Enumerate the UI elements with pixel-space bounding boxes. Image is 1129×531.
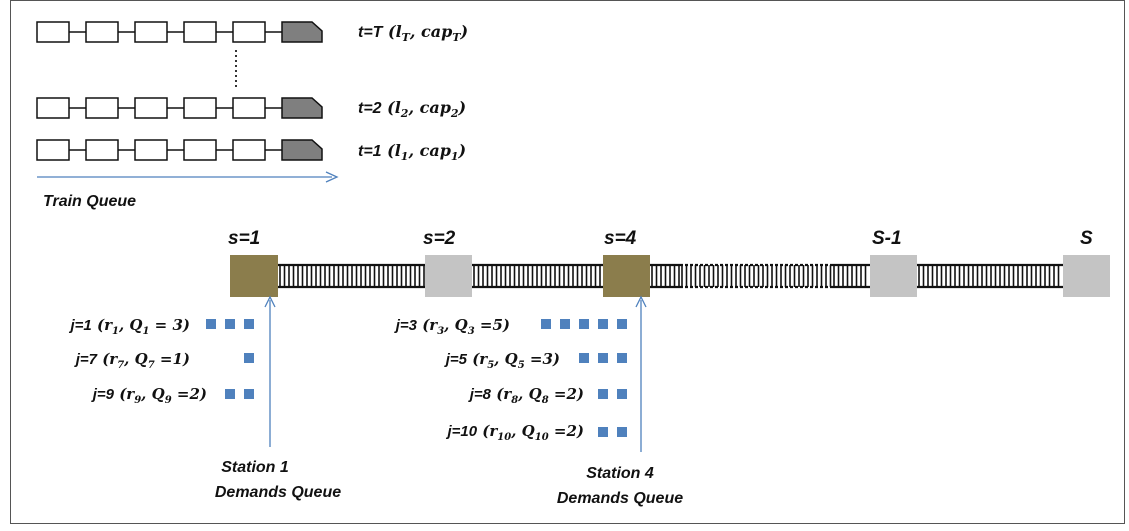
demand-label-j1: j=1 (r1, Q1 = 3) <box>68 316 190 337</box>
wagon <box>36 139 70 161</box>
station-box-s2 <box>425 255 472 297</box>
demand-unit-square <box>598 427 608 437</box>
wagon <box>36 97 70 119</box>
demand-unit-square <box>541 319 551 329</box>
demand-unit-square <box>244 389 254 399</box>
demand-unit-square <box>206 319 216 329</box>
wagon <box>232 21 266 43</box>
train-queue-label: Train Queue <box>43 193 136 210</box>
train-t-1 <box>36 139 323 161</box>
demand-unit-square <box>244 353 254 363</box>
demand-unit-square <box>617 353 627 363</box>
wagon <box>183 21 217 43</box>
demand-unit-square <box>560 319 570 329</box>
station-4-demands: j=3 (r3, Q3 =5) j=5 (r5, Q5 =3) j=8 (r8,… <box>394 316 627 443</box>
station-1-caption-line1: Station 1 <box>221 459 289 476</box>
wagon <box>85 139 119 161</box>
locomotive <box>281 97 323 119</box>
station-1-caption-line2: Demands Queue <box>215 484 341 501</box>
railway-track <box>278 263 1063 289</box>
station-label-s2: s=2 <box>423 228 456 249</box>
train-t-2 <box>36 97 323 119</box>
demand-unit-square <box>579 353 589 363</box>
station-4-caption-line2: Demands Queue <box>557 490 683 507</box>
demand-unit-square <box>225 389 235 399</box>
wagon <box>232 139 266 161</box>
train-label-1: t=1 (l1, cap1) <box>358 141 466 163</box>
station-label-S: S <box>1080 228 1093 249</box>
demand-unit-square <box>598 319 608 329</box>
demand-unit-square <box>617 319 627 329</box>
locomotive <box>281 21 323 43</box>
wagon <box>134 139 168 161</box>
wagon <box>85 97 119 119</box>
locomotive <box>281 139 323 161</box>
demand-unit-square <box>579 319 589 329</box>
station-4-demand-squares <box>541 319 627 437</box>
wagon <box>134 97 168 119</box>
train-label-2: t=2 (l2, cap2) <box>358 98 466 120</box>
diagram-frame <box>10 0 1125 524</box>
train-queue-arrow <box>37 171 339 183</box>
demand-unit-square <box>244 319 254 329</box>
wagon <box>36 21 70 43</box>
station-label-s1: s=1 <box>228 228 260 249</box>
station-box-s4 <box>603 255 650 297</box>
station-box-s-minus-1 <box>870 255 917 297</box>
station-label-s-minus-1: S-1 <box>872 228 902 249</box>
station-label-s4: s=4 <box>604 228 637 249</box>
demand-label-j7: j=7 (r7, Q7 =1) <box>74 350 190 371</box>
demand-unit-square <box>598 389 608 399</box>
demand-unit-square <box>617 427 627 437</box>
wagon <box>183 97 217 119</box>
station-box-s1 <box>230 255 278 297</box>
wagon <box>85 21 119 43</box>
train-label-T: t=T (lT, capT) <box>358 22 468 44</box>
demand-label-j3: j=3 (r3, Q3 =5) <box>394 316 510 337</box>
demand-unit-square <box>617 389 627 399</box>
demand-label-j10: j=10 (r10, Q10 =2) <box>445 422 584 443</box>
wagon <box>232 97 266 119</box>
station-box-S <box>1063 255 1110 297</box>
train-t-T <box>36 21 323 43</box>
demand-label-j8: j=8 (r8, Q8 =2) <box>468 385 584 406</box>
demand-label-j9: j=9 (r9, Q9 =2) <box>91 385 207 406</box>
station-4-caption-line1: Station 4 <box>586 465 654 482</box>
demand-label-j5: j=5 (r5, Q5 =3) <box>444 350 560 371</box>
demand-unit-square <box>225 319 235 329</box>
station-4-demand-arrow <box>635 295 647 452</box>
station-1-demands: j=1 (r1, Q1 = 3) j=7 (r7, Q7 =1) j=9 (r9… <box>68 316 254 406</box>
station-1-demand-arrow <box>264 295 276 447</box>
wagon <box>183 139 217 161</box>
station-1-demand-squares <box>206 319 254 399</box>
demand-unit-square <box>598 353 608 363</box>
wagon <box>134 21 168 43</box>
